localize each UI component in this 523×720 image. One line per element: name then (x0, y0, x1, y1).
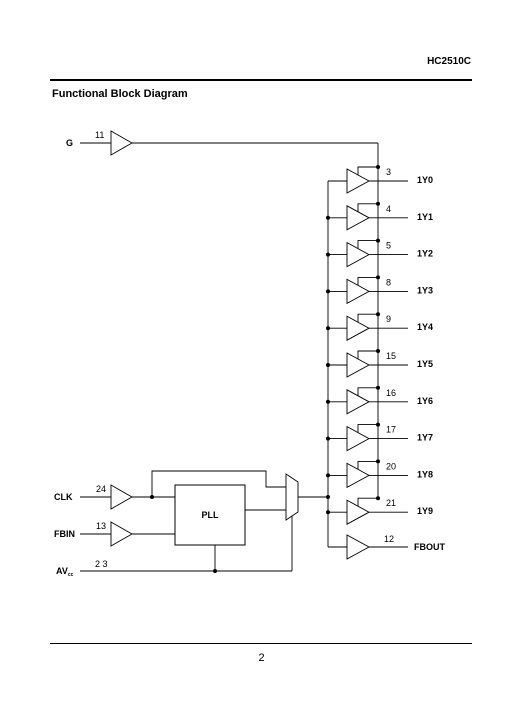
output-row: 15 1Y5 (326, 349, 433, 378)
bus-junction-dot (326, 436, 330, 441)
enable-junction-dot (376, 385, 380, 390)
clk-pin: 24 (96, 484, 106, 494)
footer-rule (50, 643, 472, 644)
bus-junction-dot (326, 289, 330, 294)
pll-label: PLL (202, 510, 220, 520)
output-pin-number: 9 (386, 314, 391, 324)
pll-box (174, 484, 246, 546)
output-label: 1Y0 (417, 175, 433, 185)
enable-junction-dot (376, 422, 380, 427)
output-label: 1Y4 (417, 322, 433, 332)
enable-junction-dot (376, 201, 380, 206)
enable-junction-dot (376, 165, 380, 169)
output-buffers: 3 1Y0 4 1Y1 5 1Y2 8 1Y3 9 1Y4 15 1Y5 16 1Y6 17 1Y7 20 1Y8… (326, 165, 433, 525)
avcc-input: AVcc 2 3 (56, 500, 293, 578)
output-label: 1Y7 (417, 433, 433, 443)
output-row: 16 1Y6 (326, 385, 433, 415)
output-label: 1Y1 (417, 212, 433, 222)
bus-junction-dot (326, 215, 330, 220)
output-row: 21 1Y9 (326, 496, 433, 525)
fbout-buffer (346, 534, 370, 560)
output-pin-number: 17 (386, 425, 396, 435)
output-row: 9 1Y4 (326, 312, 433, 341)
fbin-pin: 13 (96, 521, 106, 531)
output-pin-number: 3 (386, 167, 391, 177)
bus-junction-dot (326, 399, 330, 404)
clk-buffer (110, 484, 133, 510)
pll-block: PLL (174, 484, 286, 546)
enable-wire (357, 276, 378, 286)
enable-junction-dot (376, 312, 380, 317)
enable-junction-dot (376, 275, 380, 280)
enable-wire (357, 460, 378, 470)
enable-wire (357, 387, 378, 396)
enable-wire (357, 350, 378, 359)
output-row: 4 1Y1 (326, 201, 433, 231)
clk-label: CLK (54, 492, 73, 502)
enable-junction-dot (376, 349, 380, 353)
avcc-junction-dot (213, 569, 217, 573)
output-row: 17 1Y7 (326, 422, 433, 452)
bus-junction-dot (326, 252, 330, 257)
clk-input: CLK 24 (54, 470, 286, 510)
enable-junction-dot (376, 238, 380, 243)
bus-junction-dot (326, 473, 330, 478)
output-label: 1Y3 (417, 285, 433, 295)
page-number: 2 (258, 652, 265, 664)
output-row: 8 1Y3 (326, 275, 433, 305)
output-pin-number: 20 (386, 461, 396, 471)
enable-wire (357, 497, 378, 507)
enable-wire (357, 166, 378, 175)
g-label: G (66, 138, 73, 148)
clock-mux (285, 473, 330, 521)
output-label: 1Y8 (417, 469, 433, 479)
output-row: 20 1Y8 (326, 459, 433, 489)
output-pin-number: 21 (386, 498, 396, 508)
output-label: 1Y9 (417, 506, 433, 516)
enable-wire (357, 424, 378, 433)
output-row: 3 1Y0 (328, 165, 433, 194)
fbin-input: FBIN 13 (54, 521, 175, 547)
enable-wire (357, 240, 378, 249)
fbout-pin: 12 (384, 534, 394, 544)
header-rule (50, 79, 472, 81)
clk-bypass-wire (151, 470, 286, 497)
g-input: G 11 (66, 130, 379, 498)
enable-junction-dot (376, 459, 380, 464)
avcc-label: AVcc (56, 566, 74, 578)
fbout-label: FBOUT (414, 542, 445, 552)
g-pin: 11 (95, 130, 104, 140)
g-buffer (110, 130, 133, 156)
output-pin-number: 15 (386, 351, 396, 361)
output-row: 5 1Y2 (326, 238, 433, 268)
enable-wire (357, 313, 378, 323)
enable-wire (357, 203, 378, 212)
bus-junction-dot (326, 363, 330, 367)
output-pin-number: 8 (386, 277, 391, 287)
avcc-pin: 2 3 (95, 559, 108, 569)
part-number: HC2510C (427, 56, 471, 67)
output-label: 1Y5 (417, 359, 433, 369)
section-title: Functional Block Diagram (52, 88, 188, 100)
output-label: 1Y6 (417, 396, 433, 406)
bus-junction-dot (326, 510, 330, 515)
enable-junction-dot (376, 496, 380, 501)
mux-shape (285, 473, 299, 521)
fbout-output: 12 FBOUT (328, 534, 445, 560)
output-label: 1Y2 (417, 249, 433, 259)
fbin-label: FBIN (54, 529, 75, 539)
output-pin-number: 16 (386, 388, 396, 398)
output-pin-number: 5 (386, 241, 391, 251)
bus-junction-dot (326, 326, 330, 331)
output-pin-number: 4 (386, 204, 391, 214)
fbin-buffer (110, 521, 133, 547)
